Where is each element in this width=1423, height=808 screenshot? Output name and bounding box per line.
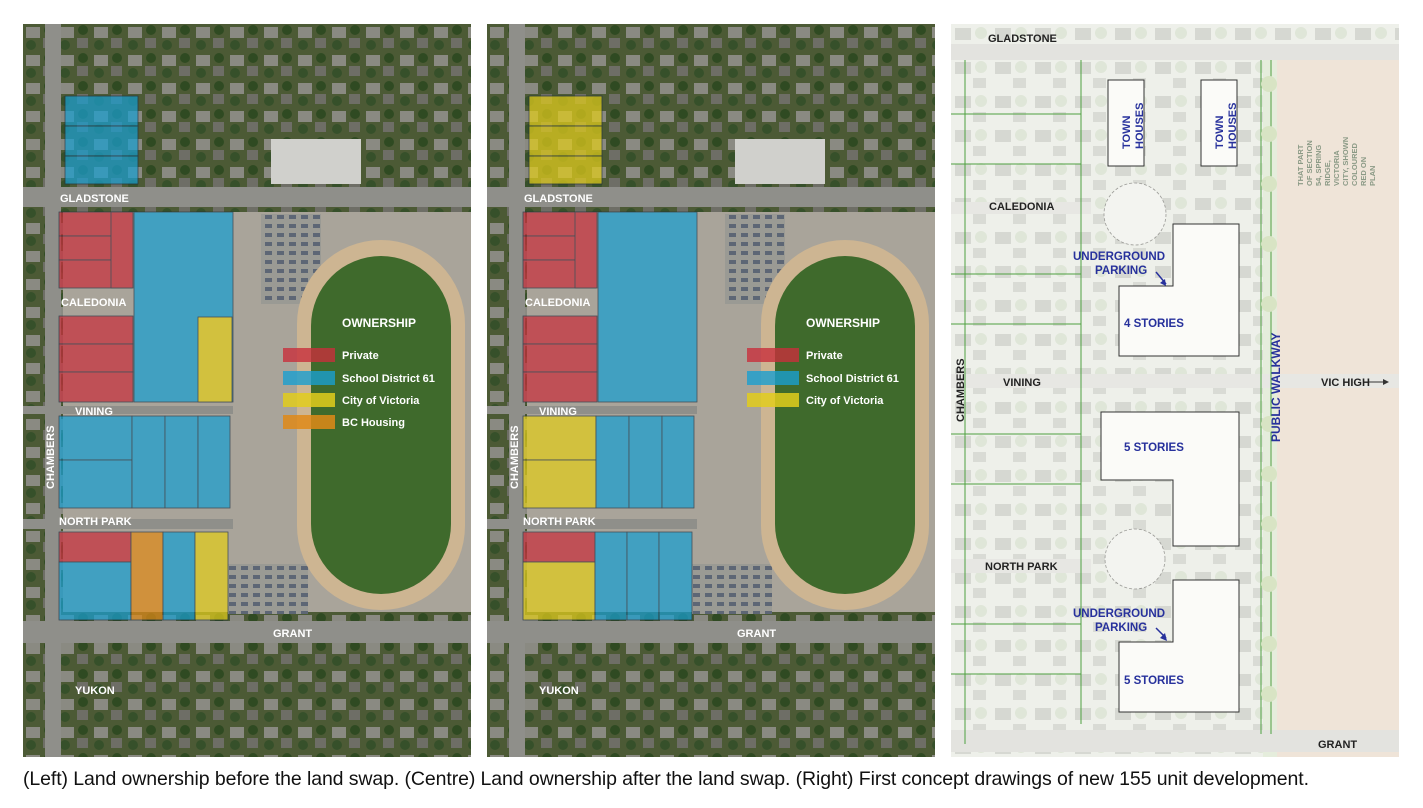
map-after-land-swap: GLADSTONE CALEDONIA VINING NORTH PARK GR… <box>487 24 935 757</box>
public-walkway-label: PUBLIC WALKWAY <box>1269 332 1283 442</box>
svg-text:OF SECTION: OF SECTION <box>1305 140 1314 186</box>
street-label-chambers: CHAMBERS <box>955 358 967 422</box>
legend-swatch-school <box>283 371 335 385</box>
map-before-land-swap: GLADSTONE CALEDONIA VINING NORTH PARK GR… <box>23 24 471 757</box>
street-label-caledonia: CALEDONIA <box>989 201 1054 213</box>
street-label-north-park: NORTH PARK <box>523 516 596 528</box>
arrow-head-icon <box>1160 633 1167 641</box>
street-label-north-park: NORTH PARK <box>59 516 132 528</box>
building-b-label: 5 STORIES <box>1124 442 1184 454</box>
svg-text:COLOURED: COLOURED <box>1350 143 1359 187</box>
building-town-houses-a <box>1107 79 1145 167</box>
legend-label-bc-housing: BC Housing <box>342 417 405 429</box>
street-label-chambers: CHAMBERS <box>509 425 521 489</box>
building-4-stories <box>1118 223 1240 357</box>
street-label-vining: VINING <box>75 406 113 418</box>
legend-swatch-bc-housing <box>283 415 335 429</box>
building-5-stories-middle <box>1100 411 1240 547</box>
legend-title: OWNERSHIP <box>342 316 416 330</box>
town-houses-a-line1: TOWN <box>1121 116 1133 149</box>
figure-caption: (Left) Land ownership before the land sw… <box>23 768 1309 790</box>
street-label-gladstone: GLADSTONE <box>988 33 1057 45</box>
svg-text:PLAN: PLAN <box>1368 166 1377 186</box>
street-label-caledonia: CALEDONIA <box>525 297 590 309</box>
street-label-north-park: NORTH PARK <box>985 561 1058 573</box>
street-label-vining: VINING <box>1003 377 1041 389</box>
legend-swatch-city <box>747 393 799 407</box>
legend-swatch-private <box>747 348 799 362</box>
building-town-houses-b <box>1200 79 1238 167</box>
legend-label-private: Private <box>342 350 379 362</box>
vic-high-label: VIC HIGH <box>1321 377 1370 389</box>
playing-field <box>775 256 915 594</box>
building-a-label: 4 STORIES <box>1124 318 1184 330</box>
legend-label-city: City of Victoria <box>806 395 884 407</box>
svg-text:54, SPRING: 54, SPRING <box>1314 145 1323 186</box>
building-5-stories-bottom <box>1118 579 1240 713</box>
town-houses-b-line2: HOUSES <box>1227 103 1239 149</box>
legend-swatch-private <box>283 348 335 362</box>
ownership-legend: OWNERSHIP Private School District 61 Cit… <box>747 316 899 407</box>
street-label-vining: VINING <box>539 406 577 418</box>
playing-field <box>311 256 451 594</box>
svg-text:VICTORIA: VICTORIA <box>1332 150 1341 186</box>
street-label-grant: GRANT <box>1318 739 1357 751</box>
svg-text:RIDGE,: RIDGE, <box>1323 160 1332 186</box>
underground-parking-bottom-line2: PARKING <box>1095 622 1147 634</box>
svg-text:CITY, SHOWN: CITY, SHOWN <box>1341 137 1350 186</box>
street-label-grant: GRANT <box>273 628 312 640</box>
legend-label-city: City of Victoria <box>342 395 420 407</box>
street-label-yukon: YUKON <box>75 685 115 697</box>
street-label-grant: GRANT <box>737 628 776 640</box>
street-label-chambers: CHAMBERS <box>45 425 57 489</box>
ownership-legend: OWNERSHIP Private School District 61 Cit… <box>283 316 435 429</box>
underground-parking-top-line1: UNDERGROUND <box>1073 251 1165 263</box>
street-label-caledonia: CALEDONIA <box>61 297 126 309</box>
plan-note: THAT PART OF SECTION 54, SPRING RIDGE, V… <box>1296 137 1377 186</box>
legend-swatch-school <box>747 371 799 385</box>
underground-parking-bottom-line1: UNDERGROUND <box>1073 608 1165 620</box>
concept-drawing: GLADSTONE CALEDONIA VINING NORTH PARK GR… <box>951 24 1399 757</box>
street-label-yukon: YUKON <box>539 685 579 697</box>
street-label-gladstone: GLADSTONE <box>524 193 593 205</box>
svg-text:THAT PART: THAT PART <box>1296 144 1305 186</box>
svg-text:RED ON: RED ON <box>1359 157 1368 186</box>
legend-label-school: School District 61 <box>342 373 435 385</box>
legend-label-school: School District 61 <box>806 373 899 385</box>
legend-label-private: Private <box>806 350 843 362</box>
legend-swatch-city <box>283 393 335 407</box>
arrow-right-icon <box>1383 379 1389 385</box>
town-houses-b-line1: TOWN <box>1214 116 1226 149</box>
town-houses-a-line2: HOUSES <box>1134 103 1146 149</box>
legend-title: OWNERSHIP <box>806 316 880 330</box>
arrow-head-icon <box>1160 279 1166 286</box>
building-c-label: 5 STORIES <box>1124 675 1184 687</box>
street-label-gladstone: GLADSTONE <box>60 193 129 205</box>
underground-parking-top-line2: PARKING <box>1095 265 1147 277</box>
